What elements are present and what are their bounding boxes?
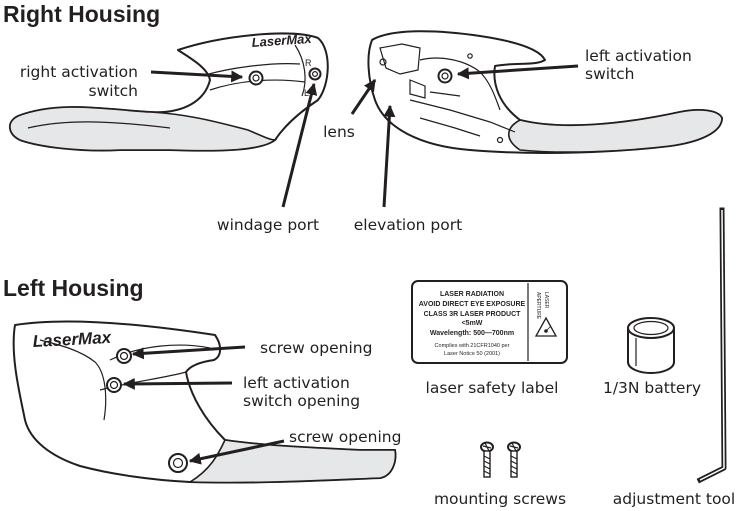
safety-label-line-2: AVOID DIRECT EYE EXPOSURE bbox=[419, 301, 526, 308]
label-mounting-screws: mounting screws bbox=[434, 490, 566, 508]
arrow-windage-port bbox=[281, 82, 318, 208]
label-elevation-port: elevation port bbox=[354, 216, 462, 234]
arrow-screw-opening-bottom bbox=[188, 439, 285, 465]
heading-right-housing: Right Housing bbox=[3, 1, 160, 27]
mounting-screw-right-icon bbox=[507, 441, 521, 478]
screw-opening-top-hole bbox=[116, 348, 132, 364]
right-activation-switch-button bbox=[248, 70, 264, 86]
mounting-screw-left-icon bbox=[480, 441, 494, 478]
label-laser-safety-label: laser safety label bbox=[426, 379, 559, 397]
logo-left-housing: LaserMax bbox=[32, 328, 113, 351]
heading-left-housing: Left Housing bbox=[3, 275, 144, 301]
arrow-screw-opening-top bbox=[131, 345, 246, 360]
marking-l: L bbox=[304, 88, 309, 98]
safety-label-line-3: CLASS 3R LASER PRODUCT bbox=[424, 311, 522, 318]
label-battery: 1/3N battery bbox=[603, 379, 701, 397]
adjustment-tool-icon bbox=[696, 207, 727, 484]
arrow-elevation-port bbox=[382, 104, 396, 208]
safety-label-line-4: <5mW bbox=[462, 320, 483, 327]
safety-label-line-7: Laser Notice 50 (2001) bbox=[444, 351, 500, 357]
left-switch-opening-hole bbox=[106, 377, 122, 393]
screw-opening-bottom-hole bbox=[168, 453, 188, 473]
label-left-switch-opening-line-1: left activation bbox=[243, 374, 350, 392]
arrow-left-activation-switch bbox=[456, 64, 579, 80]
label-adjustment-tool: adjustment tool bbox=[613, 490, 735, 508]
label-screw-opening-top: screw opening bbox=[260, 339, 372, 357]
battery-icon bbox=[627, 317, 675, 374]
left-activation-switch-button bbox=[437, 68, 453, 84]
arrow-left-switch-opening bbox=[122, 377, 233, 390]
label-right-activation-line-1: right activation bbox=[20, 63, 138, 81]
safety-label-line-6: Complies with 21CFR1040 per bbox=[435, 343, 510, 349]
lens-window bbox=[379, 58, 387, 66]
safety-label-side-1: LASER bbox=[543, 292, 549, 309]
safety-label-side-2: APERTURE bbox=[535, 292, 541, 320]
label-left-activation-line-1: left activation bbox=[585, 47, 692, 65]
safety-label-line-5: Wavelength: 500—700nm bbox=[430, 330, 514, 337]
label-screw-opening-bottom: screw opening bbox=[289, 428, 401, 446]
windage-port-hole bbox=[308, 67, 322, 81]
arrow-lens bbox=[350, 79, 377, 115]
marking-r: R bbox=[305, 58, 312, 68]
laser-safety-label-card: LASER RADIATION AVOID DIRECT EYE EXPOSUR… bbox=[411, 280, 568, 364]
right-housing-inner bbox=[367, 30, 723, 154]
right-housing-outer: LaserMax R L bbox=[9, 31, 329, 152]
safety-label-line-1: LASER RADIATION bbox=[440, 291, 504, 298]
label-lens: lens bbox=[323, 123, 355, 141]
label-left-activation-line-2: switch bbox=[585, 65, 634, 83]
logo-right-housing: LaserMax bbox=[251, 31, 313, 50]
laser-warning-triangle-icon bbox=[534, 316, 558, 337]
arrow-right-activation-switch bbox=[150, 70, 244, 83]
label-right-activation-line-2: switch bbox=[89, 82, 138, 100]
label-windage-port: windage port bbox=[217, 216, 319, 234]
label-left-switch-opening-line-2: switch opening bbox=[243, 392, 360, 410]
